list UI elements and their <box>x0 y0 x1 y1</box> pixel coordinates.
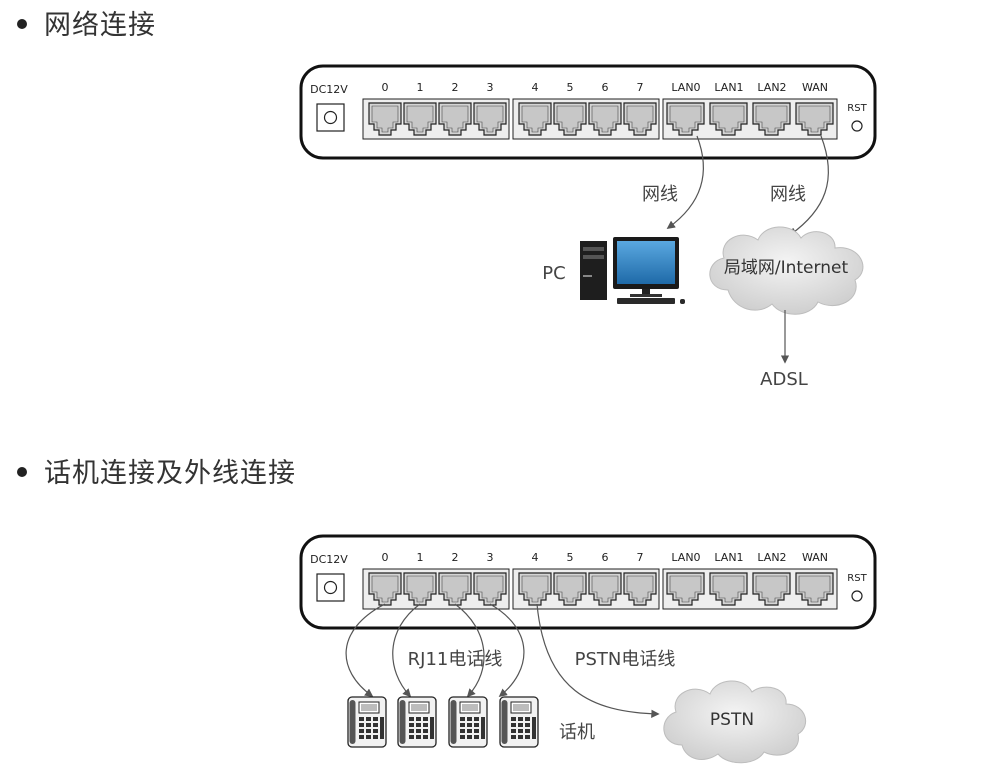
reset-label: RST <box>847 573 867 584</box>
reset-button <box>851 590 863 602</box>
port-label: 5 <box>567 551 574 564</box>
port-label: 6 <box>602 551 609 564</box>
telephone-icon <box>499 696 539 748</box>
fxo-port-5 <box>553 572 587 606</box>
cloud-label: 局域网/Internet <box>724 258 849 278</box>
port-label: 7 <box>637 551 644 564</box>
port-label: LAN1 <box>714 551 743 564</box>
cable-label: 网线 <box>770 184 806 205</box>
section-heading-network: 网络连接 <box>44 10 156 41</box>
port-label: 1 <box>417 81 424 94</box>
port-label: 4 <box>532 81 539 94</box>
lan-port-2 <box>752 572 791 606</box>
lan-port-2 <box>752 102 791 136</box>
port-label: 5 <box>567 81 574 94</box>
internet-cloud-icon: 局域网/Internet <box>709 226 864 315</box>
fxs-port-3 <box>473 572 507 606</box>
port-label: 3 <box>487 551 494 564</box>
lan-port-0 <box>666 572 705 606</box>
port-label: 0 <box>382 81 389 94</box>
pc-icon <box>580 237 685 304</box>
lan-port-0 <box>666 102 705 136</box>
rj11-label: RJ11电话线 <box>408 649 503 670</box>
gateway-device: DC12V 0 1 2 3 4 5 6 7 LAN0 LAN1 LAN2 WAN… <box>299 64 877 160</box>
reset-label: RST <box>847 103 867 114</box>
port-label: LAN1 <box>714 81 743 94</box>
port-label: WAN <box>802 81 828 94</box>
rj11-cable <box>454 603 485 698</box>
wan-port <box>795 102 834 136</box>
pstn-cloud-icon: PSTN <box>663 680 807 764</box>
phones-label: 话机 <box>559 722 595 743</box>
fxo-port-6 <box>588 572 622 606</box>
wan-cable-to-internet <box>788 135 829 236</box>
port-label: 2 <box>452 81 459 94</box>
fxs-port-1 <box>403 102 437 136</box>
wan-port <box>795 572 834 606</box>
fxo-port-6 <box>588 102 622 136</box>
adsl-label: ADSL <box>760 369 808 390</box>
port-label: LAN2 <box>757 551 786 564</box>
fxs-port-3 <box>473 102 507 136</box>
rj11-cable <box>345 603 386 697</box>
lan-port-1 <box>709 572 748 606</box>
port-label: 1 <box>417 551 424 564</box>
fxo-port-4 <box>518 102 552 136</box>
fxo-port-7 <box>623 102 657 136</box>
fxo-port-5 <box>553 102 587 136</box>
telephone-icon <box>448 696 488 748</box>
port-label: 4 <box>532 551 539 564</box>
fxs-port-2 <box>438 572 472 606</box>
port-label: 0 <box>382 551 389 564</box>
cable-label: 网线 <box>642 184 678 205</box>
fxo-port-4 <box>518 572 552 606</box>
telephone-icon <box>347 696 387 748</box>
reset-button <box>851 120 863 132</box>
fxs-port-0 <box>368 572 402 606</box>
fxs-port-0 <box>368 102 402 136</box>
rj11-cable <box>392 603 421 698</box>
port-label: LAN0 <box>671 551 700 564</box>
fxs-port-1 <box>403 572 437 606</box>
pstn-cloud-label: PSTN <box>710 710 754 730</box>
pstn-cable <box>536 603 660 718</box>
port-label: LAN0 <box>671 81 700 94</box>
port-label: 6 <box>602 81 609 94</box>
port-label: 3 <box>487 81 494 94</box>
fxs-port-2 <box>438 102 472 136</box>
port-label: 7 <box>637 81 644 94</box>
dc-power-label: DC12V <box>310 83 348 96</box>
pc-label: PC <box>542 263 565 284</box>
port-label: LAN2 <box>757 81 786 94</box>
gateway-device: DC12V 0 1 2 3 4 5 6 7 LAN0 LAN1 LAN2 WAN… <box>299 534 877 630</box>
rj11-cable <box>489 603 525 698</box>
port-label: WAN <box>802 551 828 564</box>
pstn-line-label: PSTN电话线 <box>575 649 676 670</box>
telephone-icon <box>397 696 437 748</box>
section-heading-phone: 话机连接及外线连接 <box>44 458 296 489</box>
section-bullet <box>17 19 27 29</box>
lan-cable-to-pc <box>666 135 704 229</box>
fxo-port-7 <box>623 572 657 606</box>
port-label: 2 <box>452 551 459 564</box>
lan-port-1 <box>709 102 748 136</box>
dc-power-label: DC12V <box>310 553 348 566</box>
section-bullet <box>17 467 27 477</box>
